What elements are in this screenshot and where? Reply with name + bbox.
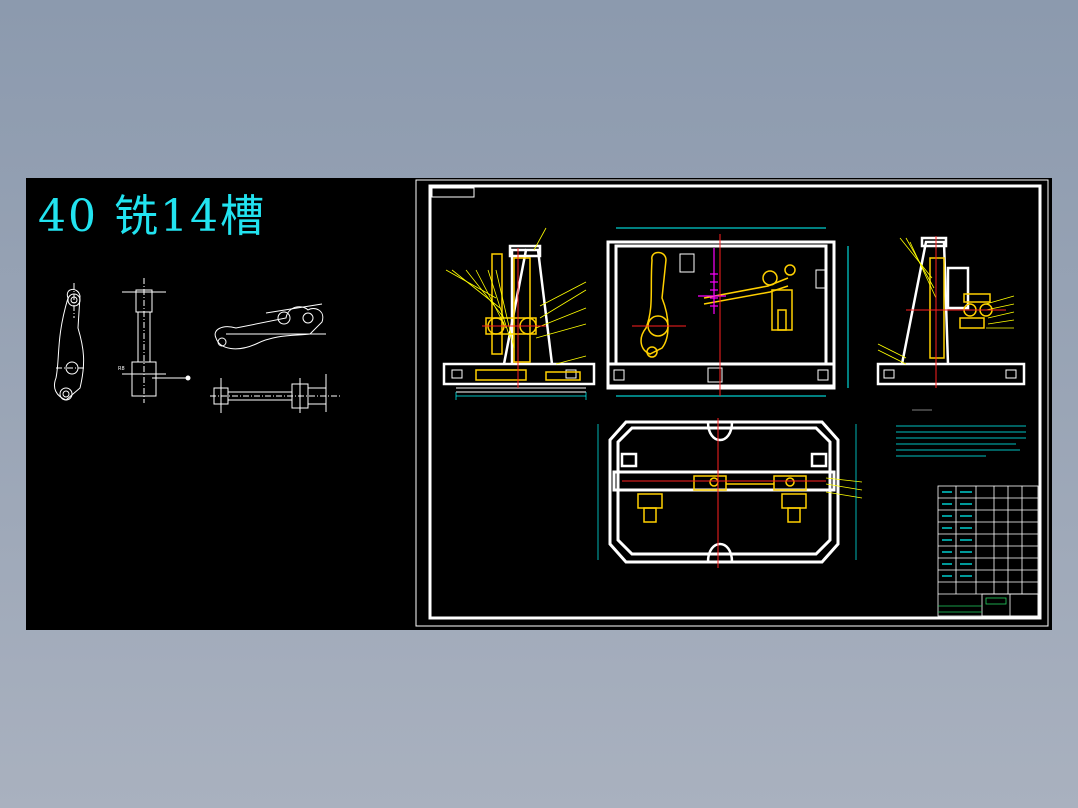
lever-section-view xyxy=(210,374,342,413)
drawing-svg: R8 xyxy=(53,179,1049,627)
top-middle-view xyxy=(606,227,849,397)
right-side-view xyxy=(876,236,1026,388)
svg-text:R8: R8 xyxy=(118,366,125,372)
title-block-entries xyxy=(942,491,972,577)
top-middle-highlight xyxy=(698,248,726,314)
lever-side-view: R8 xyxy=(118,278,191,403)
technical-notes xyxy=(896,409,1026,457)
front-view-centerlines xyxy=(482,248,546,388)
top-middle-centerlines xyxy=(632,234,721,396)
cad-drawing-canvas[interactable]: 40 铣14槽 xyxy=(26,178,1052,630)
front-view-leaders xyxy=(445,227,587,365)
front-view xyxy=(442,227,596,400)
lever-front-view xyxy=(53,283,86,401)
title-block xyxy=(937,485,1039,617)
drawing-sheet-frame xyxy=(415,179,1049,627)
lever-plan-view xyxy=(214,303,326,350)
workpiece-sketches: R8 xyxy=(53,278,342,413)
bottom-plan-view xyxy=(597,418,863,568)
drawing-title: 40 铣14槽 xyxy=(38,191,266,242)
